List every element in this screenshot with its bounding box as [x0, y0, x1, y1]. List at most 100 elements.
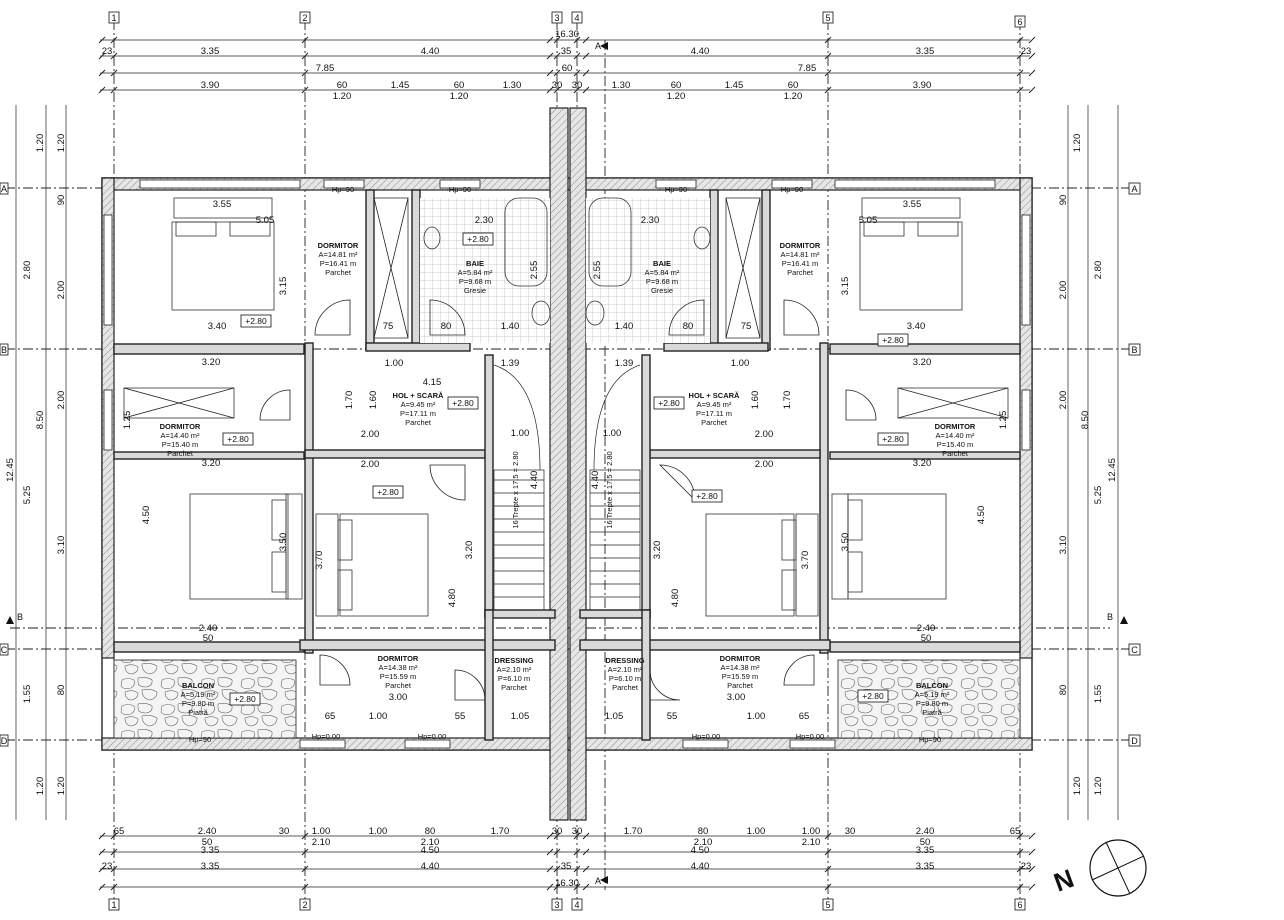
room-balcon-left-name: BALCON	[182, 681, 214, 690]
room-dorm1-right-area: A=14.81 m²	[781, 250, 820, 259]
dim-tick	[110, 69, 118, 77]
dim-right2-3: 2.00	[1058, 281, 1069, 300]
hp000-label-1: Hp=0.00	[312, 732, 341, 741]
dim-top-r1-0: 23	[102, 46, 113, 57]
dim-bot-r2-3: 3.35	[916, 845, 935, 856]
dim-bot-r3-r1: 1.70	[624, 826, 643, 837]
dim-top-r3-l6: 1.30	[503, 80, 522, 91]
dim-tick	[1028, 86, 1036, 94]
room-dorm1-right-name: DORMITOR	[780, 241, 821, 250]
room-dressing-left-name: DRESSING	[494, 656, 533, 665]
axis-1-top: 1	[111, 13, 116, 23]
dim-overall-left: 12.45	[5, 458, 16, 482]
section-b-left: B	[17, 612, 23, 622]
dim-tick	[1028, 883, 1036, 891]
dim-tick	[1016, 52, 1024, 60]
idim-r12: 3.20	[652, 541, 663, 560]
bottom-dimensions: 65 2.40 50 30 1.00 2.10 1.00 80 2.10 1.7…	[100, 826, 1031, 889]
idim-r7: 4.50	[976, 506, 987, 525]
idim-11: 3.70	[314, 551, 325, 570]
dim-right2-8: 80	[1058, 685, 1069, 696]
interior-dimensions: 3.55 5.05 3.15 3.40 3.20 3.20 4.50 3.50 …	[122, 199, 1009, 722]
dim-tick	[824, 36, 832, 44]
idim-12: 3.20	[464, 541, 475, 560]
dim-bot-r3-l6: 1.00	[369, 826, 388, 837]
room-balcon-right-perim: P=9.80 m	[916, 699, 948, 708]
room-dorm1-right-floor: Parchet	[787, 268, 814, 277]
idim-17: 2.30	[475, 215, 494, 226]
idim-4: 3.40	[208, 321, 227, 332]
room-dorm2-right-perim: P=15.40 m	[937, 440, 973, 449]
hp90-label-6: Hp=90	[919, 735, 941, 744]
side-dimensions: 12.45 12.45 1.20 2.80 8.50 5.25 1.55 1.2…	[5, 105, 1119, 820]
idim-18: 2.55	[529, 261, 540, 280]
dim-top-r1-2: 4.40	[421, 46, 440, 57]
furniture	[123, 197, 1009, 617]
dim-tick	[582, 86, 590, 94]
stair-length-left: 4.40	[529, 471, 540, 490]
dim-bot-r3-r4: 1.00	[747, 826, 766, 837]
dim-top-r3-l2: 1.20	[333, 91, 352, 102]
dim-tick	[98, 36, 106, 44]
dim-bot-r1-8: 23	[1021, 861, 1032, 872]
dim-top-r1-6: 4.40	[691, 46, 710, 57]
windows	[103, 179, 1031, 749]
dim-tick	[98, 86, 106, 94]
room-balcon-right-name: BALCON	[916, 681, 948, 690]
axis-d-right: D	[1131, 736, 1138, 746]
hp000-label-2: Hp=0.00	[418, 732, 447, 741]
dim-right-3: 8.50	[1080, 411, 1091, 430]
room-dorm3-left-name: DORMITOR	[378, 654, 419, 663]
room-baie-left-name: BAIE	[466, 259, 484, 268]
room-dorm1-left-area: A=14.81 m²	[319, 250, 358, 259]
room-dorm3-right-perim: P=15.59 m	[722, 672, 758, 681]
dim-tick	[1016, 69, 1024, 77]
idim-26: 1.05	[511, 711, 530, 722]
axis-markers: 1 2 3 4 5 6 1 2 3 4 5 6 A B C D A B C D …	[0, 11, 1141, 911]
idim-r10: 50	[921, 633, 932, 644]
idim-r22: 1.00	[731, 358, 750, 369]
dim-top-r3-r3: 1.20	[667, 91, 686, 102]
dim-tick	[110, 52, 118, 60]
level-tags: +2.80 +2.80 +2.80 +2.80 +2.80 +2.80 +2.8…	[222, 232, 909, 706]
dim-tick	[301, 36, 309, 44]
dim-left-1: 1.20	[35, 134, 46, 153]
dim-bot-r3-r6: 2.10	[802, 837, 821, 848]
dim-tick	[301, 69, 309, 77]
dim-top-r3-r7: 3.90	[913, 80, 932, 91]
dim-bot-r3-l5: 2.10	[312, 837, 331, 848]
axis-1-bottom: 1	[111, 900, 116, 910]
idim-14: 2.00	[361, 459, 380, 470]
dim-tick	[1016, 86, 1024, 94]
dim-left-3: 8.50	[35, 411, 46, 430]
room-dorm2-left-name: DORMITOR	[160, 422, 201, 431]
hp90-label-1: Hp=90	[332, 185, 354, 194]
room-dorm1-left-name: DORMITOR	[318, 241, 359, 250]
idim-31: 1.39	[501, 358, 520, 369]
dim-bot-r3-l7: 80	[425, 826, 436, 837]
idim-r20: 80	[683, 321, 694, 332]
dim-tick	[1028, 36, 1036, 44]
idim-3: 3.15	[278, 277, 289, 296]
idim-r15: 2.00	[755, 429, 774, 440]
dim-tick	[573, 86, 581, 94]
dim-left2-1: 1.20	[56, 134, 67, 153]
idim-r5: 3.20	[913, 357, 932, 368]
dim-bot-r1-6: 4.40	[691, 861, 710, 872]
room-dorm3-left-perim: P=15.59 m	[380, 672, 416, 681]
dim-top-r3-r1: 1.30	[612, 80, 631, 91]
level-tag-4: +2.80	[227, 434, 249, 444]
dim-tick	[573, 36, 581, 44]
hp000-label-4: Hp=0.00	[796, 732, 825, 741]
dim-tick	[1028, 865, 1036, 873]
top-dimensions: 16.30 23 3.35 4.40 35 4.40 3.35 23 7.85 …	[98, 29, 1036, 891]
room-balcon-left-floor: Piatră	[188, 708, 208, 717]
room-dorm2-left-floor: Parchet	[167, 449, 194, 458]
dim-left-4: 5.25	[22, 486, 33, 505]
room-baie-right-area: A=5.84 m²	[645, 268, 680, 277]
dim-overall-bottom: 16.30	[555, 878, 579, 889]
dim-bot-r2-2: 4.50	[691, 845, 710, 856]
dim-top-r1-7: 3.35	[916, 46, 935, 57]
idim-r31: 1.39	[615, 358, 634, 369]
stair-width-right: 1.00	[603, 428, 622, 439]
